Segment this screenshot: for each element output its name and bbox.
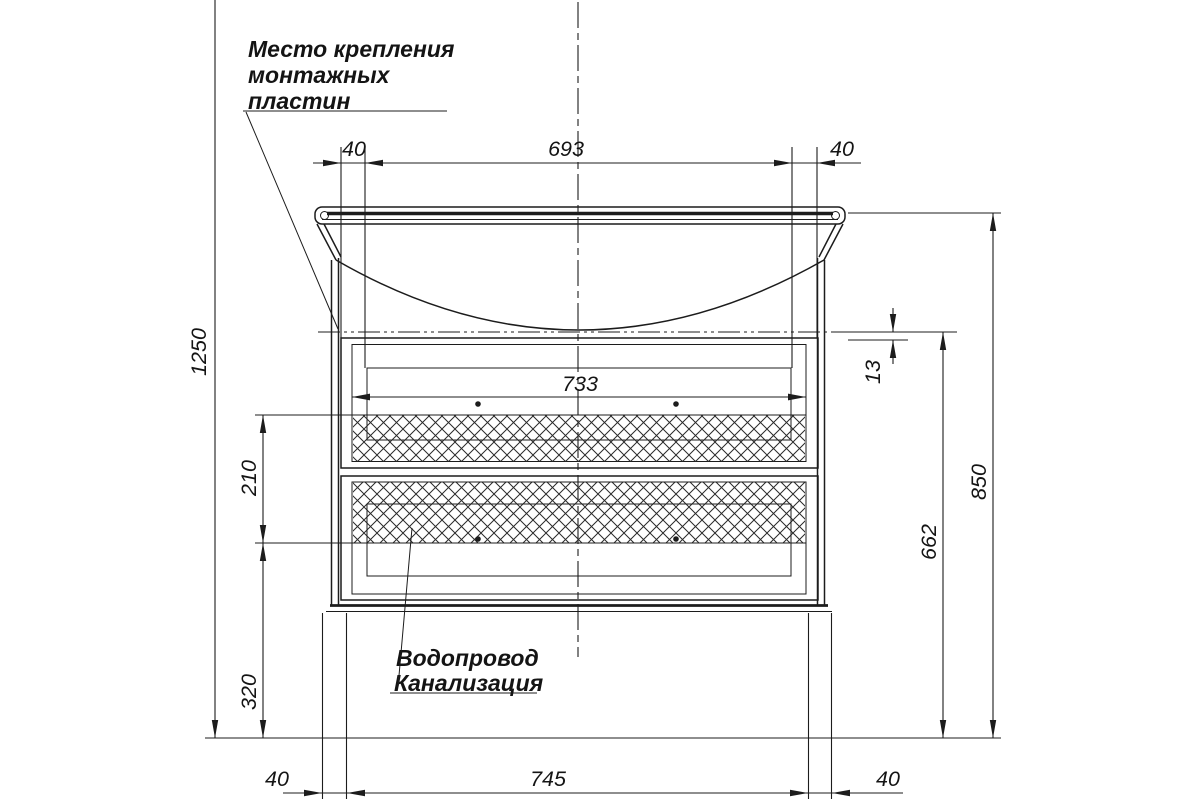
dim-1250-label: 1250 <box>187 328 211 376</box>
lower-drawer-outer <box>340 475 819 601</box>
dim-13-label: 13 <box>861 360 885 384</box>
upper-drawer-outer <box>340 337 819 469</box>
lower-drawer-hatch-area <box>353 482 805 543</box>
plumbing-note-leader <box>390 527 537 694</box>
lower-handle-dot-right <box>673 536 679 542</box>
right-dim-lines <box>832 212 1001 738</box>
dimensions-right: 850 662 13 <box>832 212 1001 738</box>
plumbing-note: Водопровод Канализация <box>390 527 544 696</box>
sink-side-tapers <box>316 223 844 261</box>
top-dim-lines <box>313 147 861 368</box>
lower-drawer-inner-box <box>351 481 807 595</box>
washbasin <box>314 206 846 331</box>
dim-bottom-right-40-label: 40 <box>876 767 900 791</box>
mounting-note-leader <box>243 110 447 330</box>
sink-bowl-curve <box>335 259 825 331</box>
lower-drawer <box>340 475 819 601</box>
left-zone-lines <box>255 414 352 738</box>
upper-handle-dot-left <box>475 401 481 407</box>
dimensions-left-zones: 210 320 <box>237 414 352 738</box>
lower-drawer-front-panel <box>366 503 792 577</box>
dim-top-right-40-label: 40 <box>830 137 854 161</box>
mounting-note-line1: Место крепления <box>248 36 455 62</box>
dim-arrow-1250 <box>211 720 219 738</box>
sink-rim <box>314 206 846 225</box>
plumbing-note-line1: Водопровод <box>396 645 539 671</box>
dim-662-label: 662 <box>917 524 941 560</box>
cabinet-body <box>326 258 832 612</box>
dimensions-bottom: 40 745 40 <box>265 767 903 797</box>
dim-745-label: 745 <box>530 767 567 791</box>
sink-rim-curl-right <box>831 211 840 220</box>
upper-drawer <box>340 337 819 469</box>
dimension-front-width: 733 <box>352 372 806 401</box>
dim-850-label: 850 <box>967 464 991 500</box>
cabinet-legs <box>321 613 833 799</box>
cabinet-side-walls <box>330 258 826 605</box>
dim-top-left-40-label: 40 <box>342 137 366 161</box>
dimension-overall-height: 1250 <box>187 0 219 738</box>
upper-drawer-hatch-area <box>353 415 805 462</box>
dim-210-label: 210 <box>237 460 261 497</box>
lower-handle-dot-left <box>475 536 481 542</box>
mounting-note-line3: пластин <box>248 88 350 114</box>
upper-handle-dot-right <box>673 401 679 407</box>
dim-320-label: 320 <box>237 674 261 710</box>
dim-693-label: 693 <box>548 137 584 161</box>
dim-733-label: 733 <box>562 372 598 396</box>
plumbing-note-line2: Канализация <box>394 670 544 696</box>
mounting-note-line2: монтажных <box>248 62 391 88</box>
mounting-note: Место крепления монтажных пластин <box>243 36 455 330</box>
dim-bottom-left-40-label: 40 <box>265 767 289 791</box>
dimensions-top: 40 693 40 <box>313 137 861 368</box>
sink-rim-curl-left <box>320 211 329 220</box>
